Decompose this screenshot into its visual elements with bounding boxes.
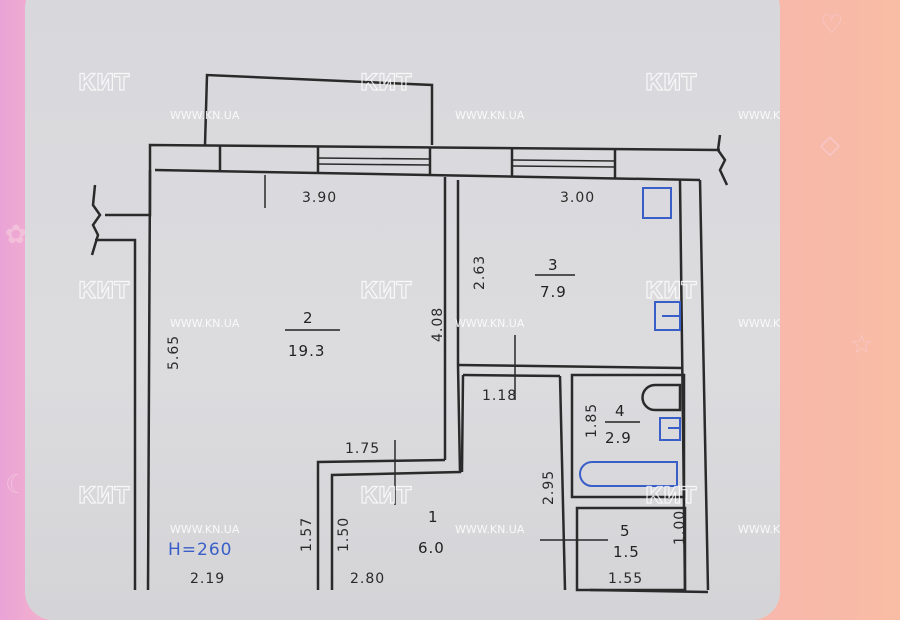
dim-5-65: 5.65	[166, 335, 182, 370]
watermark-brand: КИТ	[645, 484, 696, 509]
watermark-brand: КИТ	[645, 71, 696, 96]
flower-decoration-icon: ✿	[5, 220, 27, 250]
dim-4-08: 4.08	[430, 307, 446, 342]
watermark-url: WWW.KN.UA	[455, 523, 525, 536]
watermark-brand: КИТ	[360, 279, 411, 304]
walls	[90, 73, 729, 594]
dimension-labels: 3.90 3.00 5.65 4.08 2.63 1.18 1.85 2.95 …	[166, 190, 688, 587]
watermark-brand: КИТ	[360, 71, 411, 96]
dim-1-75: 1.75	[345, 441, 380, 457]
dim-1-18: 1.18	[482, 388, 517, 404]
dim-2-80: 2.80	[350, 571, 385, 587]
dim-1-55: 1.55	[608, 571, 643, 587]
moon-decoration-icon: ☾	[5, 470, 29, 500]
watermark-url: WWW.KN.UA	[455, 109, 525, 122]
watermark-url: WWW.KN.UA	[738, 523, 780, 536]
room-labels: 2 19.3 3 7.9 4 2.9 5 1.5 1 6.0	[285, 256, 640, 561]
room-5-area: 1.5	[613, 543, 640, 561]
room-2-number: 2	[303, 309, 314, 327]
dim-2-63: 2.63	[472, 255, 488, 290]
ceiling-height-label: H=260	[168, 540, 232, 560]
dim-2-95: 2.95	[541, 470, 557, 505]
watermark-url: WWW.KN.UA	[738, 109, 780, 122]
diamond-decoration-icon: ◇	[820, 130, 840, 160]
watermark-url: WWW.KN.UA	[170, 523, 240, 536]
watermark-brand: КИТ	[360, 484, 411, 509]
dim-1-50: 1.50	[336, 517, 352, 552]
watermark: КИТ WWW.KN.UA	[77, 278, 240, 330]
room-2-area: 19.3	[288, 342, 325, 360]
star-decoration-icon: ☆	[850, 330, 874, 360]
watermark-url: WWW.KN.UA	[738, 317, 780, 330]
room-4-area: 2.9	[605, 429, 632, 447]
dim-1-85: 1.85	[584, 403, 600, 438]
floor-plan: КИТ WWW.KN.UA КИТ WWW.KN.UA КИТ WWW.KN.U…	[77, 70, 780, 594]
watermark-url: WWW.KN.UA	[170, 317, 240, 330]
watermark-brand: КИТ	[78, 71, 129, 96]
watermark: КИТ WWW.KN.UA	[359, 483, 525, 536]
room-1-number: 1	[428, 508, 439, 526]
watermark-brand: КИТ	[78, 484, 129, 509]
room-5-number: 5	[620, 522, 631, 540]
watermark: КИТ WWW.KN.UA	[77, 483, 240, 536]
room-3-number: 3	[548, 256, 559, 274]
watermark: КИТ WWW.KN.UA	[644, 483, 780, 536]
dim-3-90: 3.90	[302, 190, 337, 206]
watermark-brand: КИТ	[78, 279, 129, 304]
dim-1-00: 1.00	[672, 510, 688, 545]
room-4-number: 4	[615, 402, 626, 420]
dim-2-19: 2.19	[190, 571, 225, 587]
room-1-area: 6.0	[418, 539, 445, 557]
watermark: КИТ WWW.KN.UA	[359, 278, 525, 330]
dim-3-00: 3.00	[560, 190, 595, 206]
watermark-url: WWW.KN.UA	[455, 317, 525, 330]
watermark: КИТ WWW.KN.UA	[77, 70, 240, 122]
dim-1-57: 1.57	[299, 517, 315, 552]
fixtures-blue	[579, 187, 681, 487]
watermark-url: WWW.KN.UA	[170, 109, 240, 122]
watermark: КИТ WWW.KN.UA	[644, 70, 780, 122]
room-3-area: 7.9	[540, 283, 567, 301]
floor-plan-photo: КИТ WWW.KN.UA КИТ WWW.KN.UA КИТ WWW.KN.U…	[25, 0, 780, 620]
watermark: КИТ WWW.KN.UA	[644, 278, 780, 330]
watermark: КИТ WWW.KN.UA	[359, 70, 525, 122]
watermark-brand: КИТ	[645, 279, 696, 304]
heart-decoration-icon: ♡	[820, 10, 844, 40]
watermarks: КИТ WWW.KN.UA КИТ WWW.KN.UA КИТ WWW.KN.U…	[77, 70, 780, 536]
